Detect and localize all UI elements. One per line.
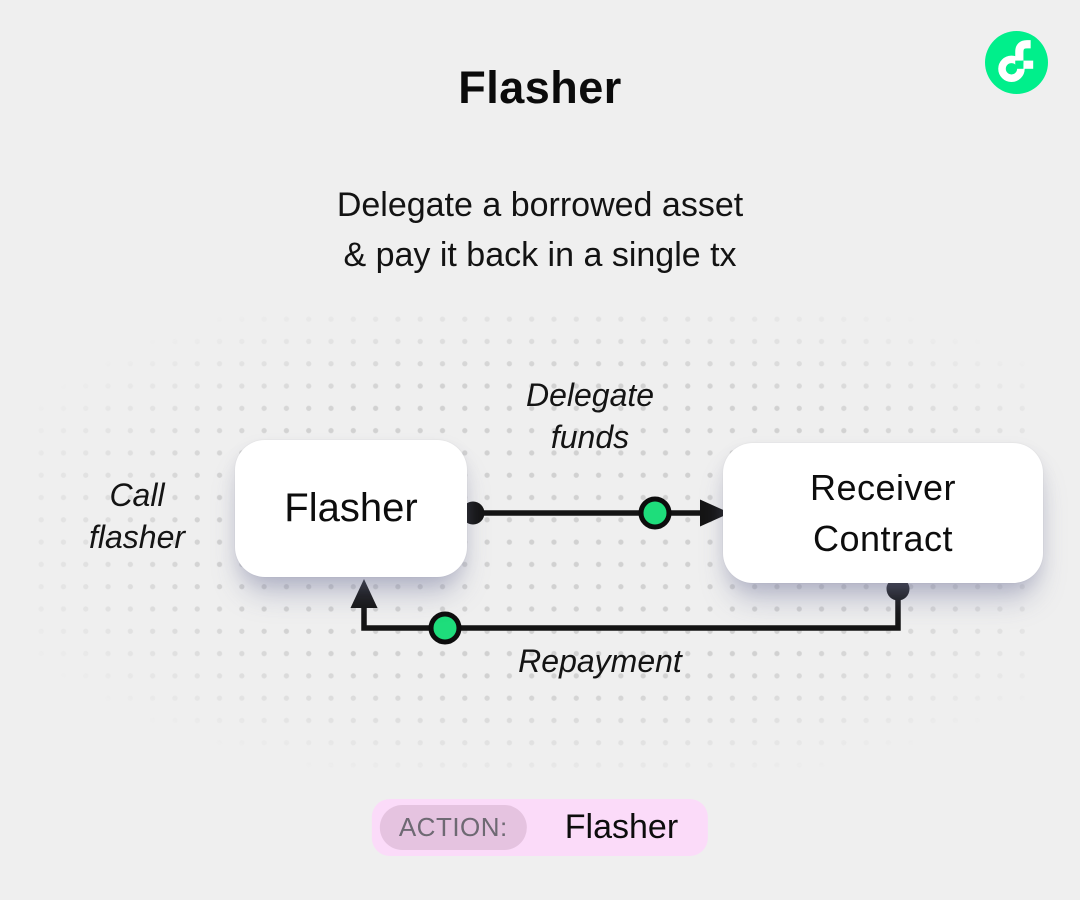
label-repayment-text: Repayment <box>518 643 682 679</box>
node-flasher: Flasher <box>235 440 467 577</box>
flow-logo-crossbar <box>1023 60 1034 69</box>
page-title: Flasher <box>458 62 622 113</box>
label-call-flasher: Call flasher <box>47 474 227 558</box>
node-flasher-label: Flasher <box>284 486 418 530</box>
flow-logo-svg <box>985 31 1048 94</box>
label-delegate-funds: Delegate funds <box>490 374 690 458</box>
label-delegate-line2: funds <box>550 419 630 455</box>
node-receiver-label-line1: Receiver <box>809 467 957 508</box>
label-delegate-line1: Delegate <box>525 377 655 413</box>
label-repayment: Repayment <box>480 640 720 682</box>
node-receiver-label-line2: Contract <box>812 518 954 559</box>
label-call-line1: Call <box>109 477 165 513</box>
flow-logo-icon <box>985 31 1048 94</box>
flow-logo-ring <box>998 55 1025 83</box>
subtitle-line1: Delegate a borrowed asset <box>336 186 744 224</box>
action-badge: ACTION: <box>379 805 527 850</box>
label-call-line2: flasher <box>88 519 186 555</box>
subtitle: Delegate a borrowed asset & pay it back … <box>0 180 1080 280</box>
flow-logo-hook <box>1015 40 1031 61</box>
action-pill: ACTION: Flasher <box>371 799 709 856</box>
node-receiver-contract: Receiver Contract <box>723 443 1043 583</box>
action-value: Flasher <box>564 808 679 846</box>
subtitle-line2: & pay it back in a single tx <box>343 236 737 274</box>
flow-logo-notch <box>1015 60 1024 69</box>
